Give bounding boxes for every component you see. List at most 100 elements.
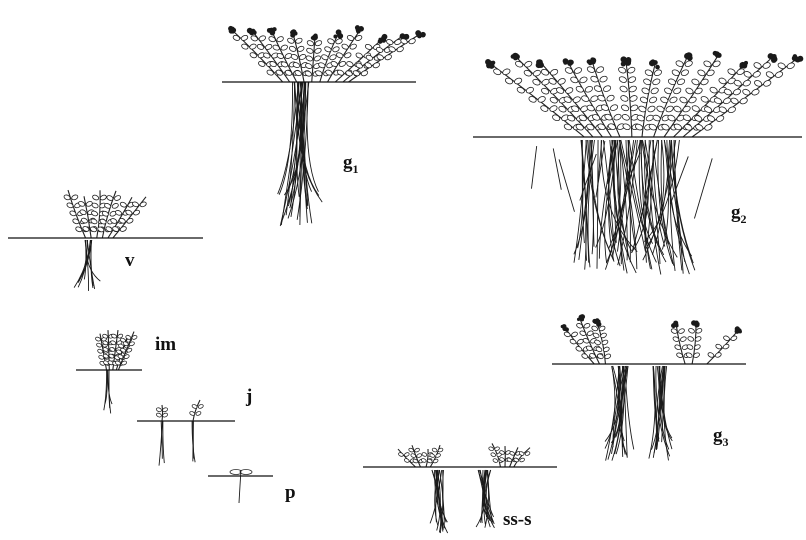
leaf (723, 97, 732, 105)
flower-head (740, 62, 746, 68)
leaf (514, 77, 523, 85)
flower-head (567, 60, 573, 66)
leaf (404, 452, 410, 457)
leaf (126, 217, 134, 224)
leaf (752, 70, 761, 78)
plant-im (95, 330, 138, 413)
leaf (583, 323, 590, 329)
leaf (723, 335, 730, 341)
leaf (557, 77, 566, 85)
leaf (314, 40, 322, 47)
leaf (156, 407, 162, 412)
leaf (525, 86, 534, 94)
leaf (650, 87, 659, 95)
leaf (332, 46, 340, 53)
leaf (292, 62, 300, 69)
leaf (682, 105, 691, 113)
stem (707, 331, 738, 364)
leaf (581, 95, 590, 103)
leaf (532, 69, 541, 77)
leaf (287, 37, 295, 44)
flower-head (792, 55, 798, 61)
leaf (132, 201, 140, 208)
leaf (590, 75, 599, 83)
stage-label-g2: g2 (731, 202, 747, 226)
leaf (494, 446, 500, 451)
leaf (575, 346, 582, 352)
root (109, 370, 110, 408)
leaf (386, 39, 394, 46)
flower-head (578, 316, 582, 320)
dead-shoot (553, 148, 561, 189)
leaf (346, 34, 354, 41)
leaf (619, 85, 628, 93)
leaf (572, 96, 581, 104)
leaf (727, 106, 736, 114)
leaf (280, 44, 288, 51)
root (239, 470, 241, 503)
leaf (114, 195, 122, 202)
leaf (581, 353, 588, 359)
flower-head (485, 59, 491, 65)
leaf (433, 458, 439, 463)
leaf (258, 35, 266, 42)
leaf (687, 336, 694, 342)
leaf (678, 328, 685, 334)
leaf (664, 87, 673, 95)
leaf (550, 68, 559, 76)
flower-head (771, 57, 777, 63)
leaf (679, 96, 688, 104)
flower-head (675, 324, 678, 327)
leaf (537, 95, 546, 103)
leaf (432, 447, 438, 452)
leaf (665, 105, 674, 113)
leaf (355, 62, 363, 69)
flower-head (735, 326, 740, 331)
flower-head (653, 61, 657, 65)
leaf (742, 79, 751, 87)
leaf (715, 343, 722, 349)
leaf (106, 195, 114, 202)
flower-head (381, 38, 386, 43)
leaf (722, 343, 729, 349)
stage-label-im: im (155, 334, 176, 355)
leaf (627, 66, 636, 74)
flower-head (537, 59, 543, 65)
leaf (493, 68, 502, 76)
leaf (563, 123, 572, 131)
leaf (700, 78, 709, 86)
leaf (250, 35, 258, 42)
leaf (360, 70, 368, 77)
leaf (133, 209, 141, 216)
leaf (704, 123, 713, 131)
flower-head (420, 32, 426, 38)
stage-label-g3: g3 (713, 425, 729, 449)
root (597, 140, 598, 269)
leaf (777, 62, 786, 70)
leaf (66, 202, 74, 209)
leaf (565, 87, 574, 95)
leaf (404, 458, 410, 463)
leaf (191, 404, 197, 409)
flower-head (290, 33, 295, 38)
leaf (515, 60, 524, 68)
leaf (92, 194, 100, 201)
leaf (540, 68, 549, 76)
leaf (111, 203, 119, 210)
leaf (162, 407, 168, 412)
leaf (582, 338, 589, 344)
root (108, 370, 112, 404)
flower-head (590, 58, 596, 64)
flower-head (562, 324, 567, 329)
leaf (314, 47, 322, 54)
leaf (573, 67, 582, 75)
leaf (516, 86, 525, 94)
leaf (299, 53, 307, 60)
leaf (195, 411, 201, 416)
leaf (593, 85, 602, 93)
flower-head (311, 36, 315, 40)
leaf (341, 43, 349, 50)
stage-label-j: j (245, 386, 252, 407)
leaf (715, 352, 722, 358)
leaf (272, 44, 280, 51)
